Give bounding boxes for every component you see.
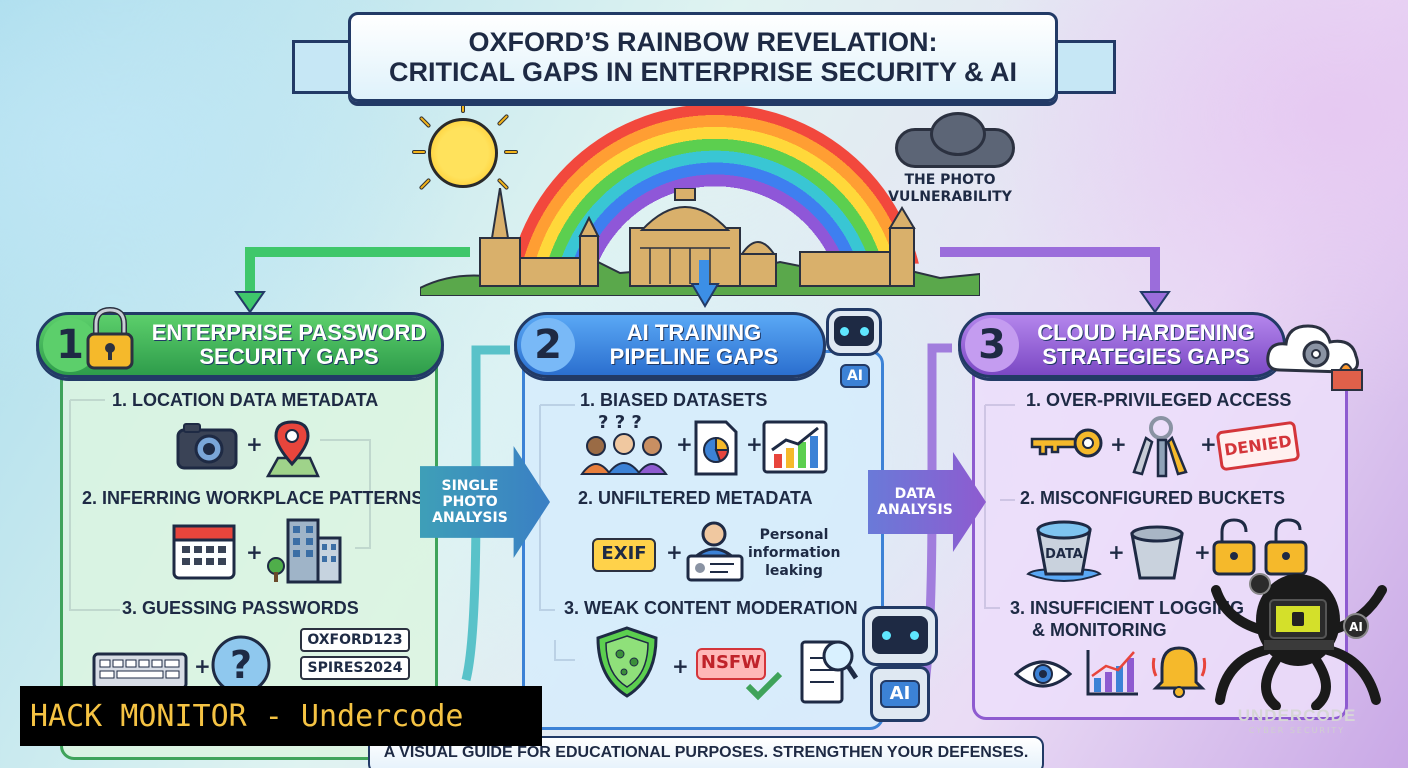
header-title-2: AI Training Pipeline Gaps	[575, 321, 823, 369]
svg-text:? ? ?: ? ? ?	[598, 414, 642, 433]
item-workplace-patterns: 2. Inferring Workplace Patterns	[82, 488, 424, 508]
sun-icon	[428, 118, 498, 188]
camera-icon	[176, 423, 238, 470]
arrow-label-line: Analysis	[432, 510, 508, 526]
plus-sign: +	[1108, 540, 1125, 564]
pii-leak-label: Personal information leaking	[748, 527, 841, 579]
arrow-label-line: Analysis	[877, 502, 953, 518]
golden-key-icon	[1030, 428, 1103, 458]
robot-face	[872, 616, 928, 654]
storm-cloud-icon	[930, 112, 986, 156]
plus-sign: +	[194, 654, 211, 678]
plus-sign: +	[246, 540, 263, 564]
undercode-logo-subtitle: CYBER SECURITY	[1248, 726, 1346, 735]
nsfw-tag: NSFW	[696, 648, 766, 680]
header-title-1-line-2: Security Gaps	[199, 344, 379, 369]
hack-monitor-watermark: HACK MONITOR - Undercode	[20, 686, 542, 746]
sun-ray	[412, 150, 426, 154]
header-title-3-line-2: Strategies Gaps	[1042, 344, 1250, 369]
plus-sign: +	[246, 432, 263, 456]
pie-chart-document-icon	[694, 420, 738, 476]
header-ai-training: 2 AI Training Pipeline Gaps	[514, 312, 826, 378]
check-mark-icon	[745, 671, 783, 701]
title-line-2: Critical Gaps in Enterprise Security & A…	[388, 57, 1018, 87]
cloud-gear-icon	[1266, 324, 1363, 391]
section-number-2: 2	[521, 318, 575, 372]
plus-sign: +	[1110, 432, 1127, 456]
header-title-3: Cloud Hardening Strategies Gaps	[1019, 321, 1283, 369]
data-label: DATA	[1045, 547, 1083, 562]
item-misconfigured-buckets: 2. Misconfigured Buckets	[1020, 488, 1286, 508]
person-id-card-icon	[686, 521, 744, 582]
robot-face	[834, 316, 874, 346]
undercode-octopus-logo: AI	[1211, 573, 1387, 710]
trend-chart-icon	[762, 420, 828, 474]
section-number-3: 3	[965, 318, 1019, 372]
item-monitoring: & Monitoring	[1032, 620, 1167, 640]
title-banner: Oxford’s Rainbow Revelation: Critical Ga…	[348, 12, 1058, 102]
item-biased-datasets: 1. Biased Datasets	[580, 390, 768, 410]
title-line-1: Oxford’s Rainbow Revelation:	[468, 27, 938, 57]
robot-eye	[859, 326, 869, 336]
header-title-1-line-1: Enterprise Password	[151, 320, 427, 345]
item-location-metadata: 1. Location Data Metadata	[112, 390, 379, 410]
password-example-2: SPIRES2024	[300, 656, 410, 680]
exif-tag: EXIF	[592, 538, 656, 572]
key-ring-icon	[1132, 416, 1188, 478]
plus-sign: +	[666, 540, 683, 564]
empty-bucket-icon	[1130, 525, 1184, 580]
eye-icon	[1014, 660, 1072, 688]
photo-vulnerability-label: The Photo Vulnerability	[888, 172, 1012, 205]
footer-banner: A visual guide for educational purposes.…	[368, 736, 1044, 768]
item-weak-moderation: 3. Weak Content Moderation	[564, 598, 858, 618]
analytics-chart-icon	[1086, 650, 1138, 696]
alarm-bell-icon	[1151, 646, 1207, 698]
question-mark-icon: ?	[211, 635, 271, 695]
arrow-label-line: Data	[894, 486, 936, 502]
logo-ai-tag: AI	[1349, 620, 1363, 634]
plus-sign: +	[1200, 432, 1217, 456]
shield-icon	[596, 626, 658, 698]
sun-ray	[504, 150, 518, 154]
header-title-3-line-1: Cloud Hardening	[1037, 320, 1255, 345]
ai-badge: AI	[880, 680, 920, 708]
item-over-privileged-access: 1. Over-Privileged Access	[1026, 390, 1292, 410]
plus-sign: +	[1194, 540, 1211, 564]
header-cloud-hardening: 3 Cloud Hardening Strategies Gaps	[958, 312, 1286, 378]
calendar-icon	[172, 524, 236, 580]
item-insufficient-logging: 3. Insufficient Logging	[1010, 598, 1245, 618]
password-example-1: OXFORD123	[300, 628, 410, 652]
plus-sign: +	[676, 432, 693, 456]
arrow-label-line: Single	[441, 478, 499, 494]
leaking-data-bucket-icon: DATA	[1026, 520, 1102, 582]
plus-sign: +	[672, 654, 689, 678]
diverse-people-icon: ? ? ?	[580, 414, 668, 475]
ai-badge: AI	[840, 364, 870, 388]
checklist-magnifier-icon	[800, 640, 858, 704]
robot-eye	[839, 326, 849, 336]
map-pin-icon	[265, 420, 320, 478]
item-unfiltered-metadata: 2. Unfiltered Metadata	[578, 488, 813, 508]
arrow-label-line: Photo	[442, 494, 498, 510]
keyboard-icon	[92, 652, 188, 690]
robot-eye	[881, 630, 891, 640]
unlocked-padlocks-icon	[1212, 518, 1308, 576]
padlock-icon	[86, 306, 134, 370]
undercode-logo-text: UNDERCODE	[1237, 706, 1357, 725]
office-building-icon	[267, 518, 342, 584]
item-guessing-passwords: 3. Guessing Passwords	[122, 598, 359, 618]
svg-text:?: ?	[230, 643, 252, 687]
robot-eye	[909, 630, 919, 640]
header-title-2-line-2: Pipeline Gaps	[609, 344, 779, 369]
header-title-2-line-1: AI Training	[626, 320, 762, 345]
header-title-1: Enterprise Password Security Gaps	[97, 321, 441, 369]
plus-sign: +	[746, 432, 763, 456]
